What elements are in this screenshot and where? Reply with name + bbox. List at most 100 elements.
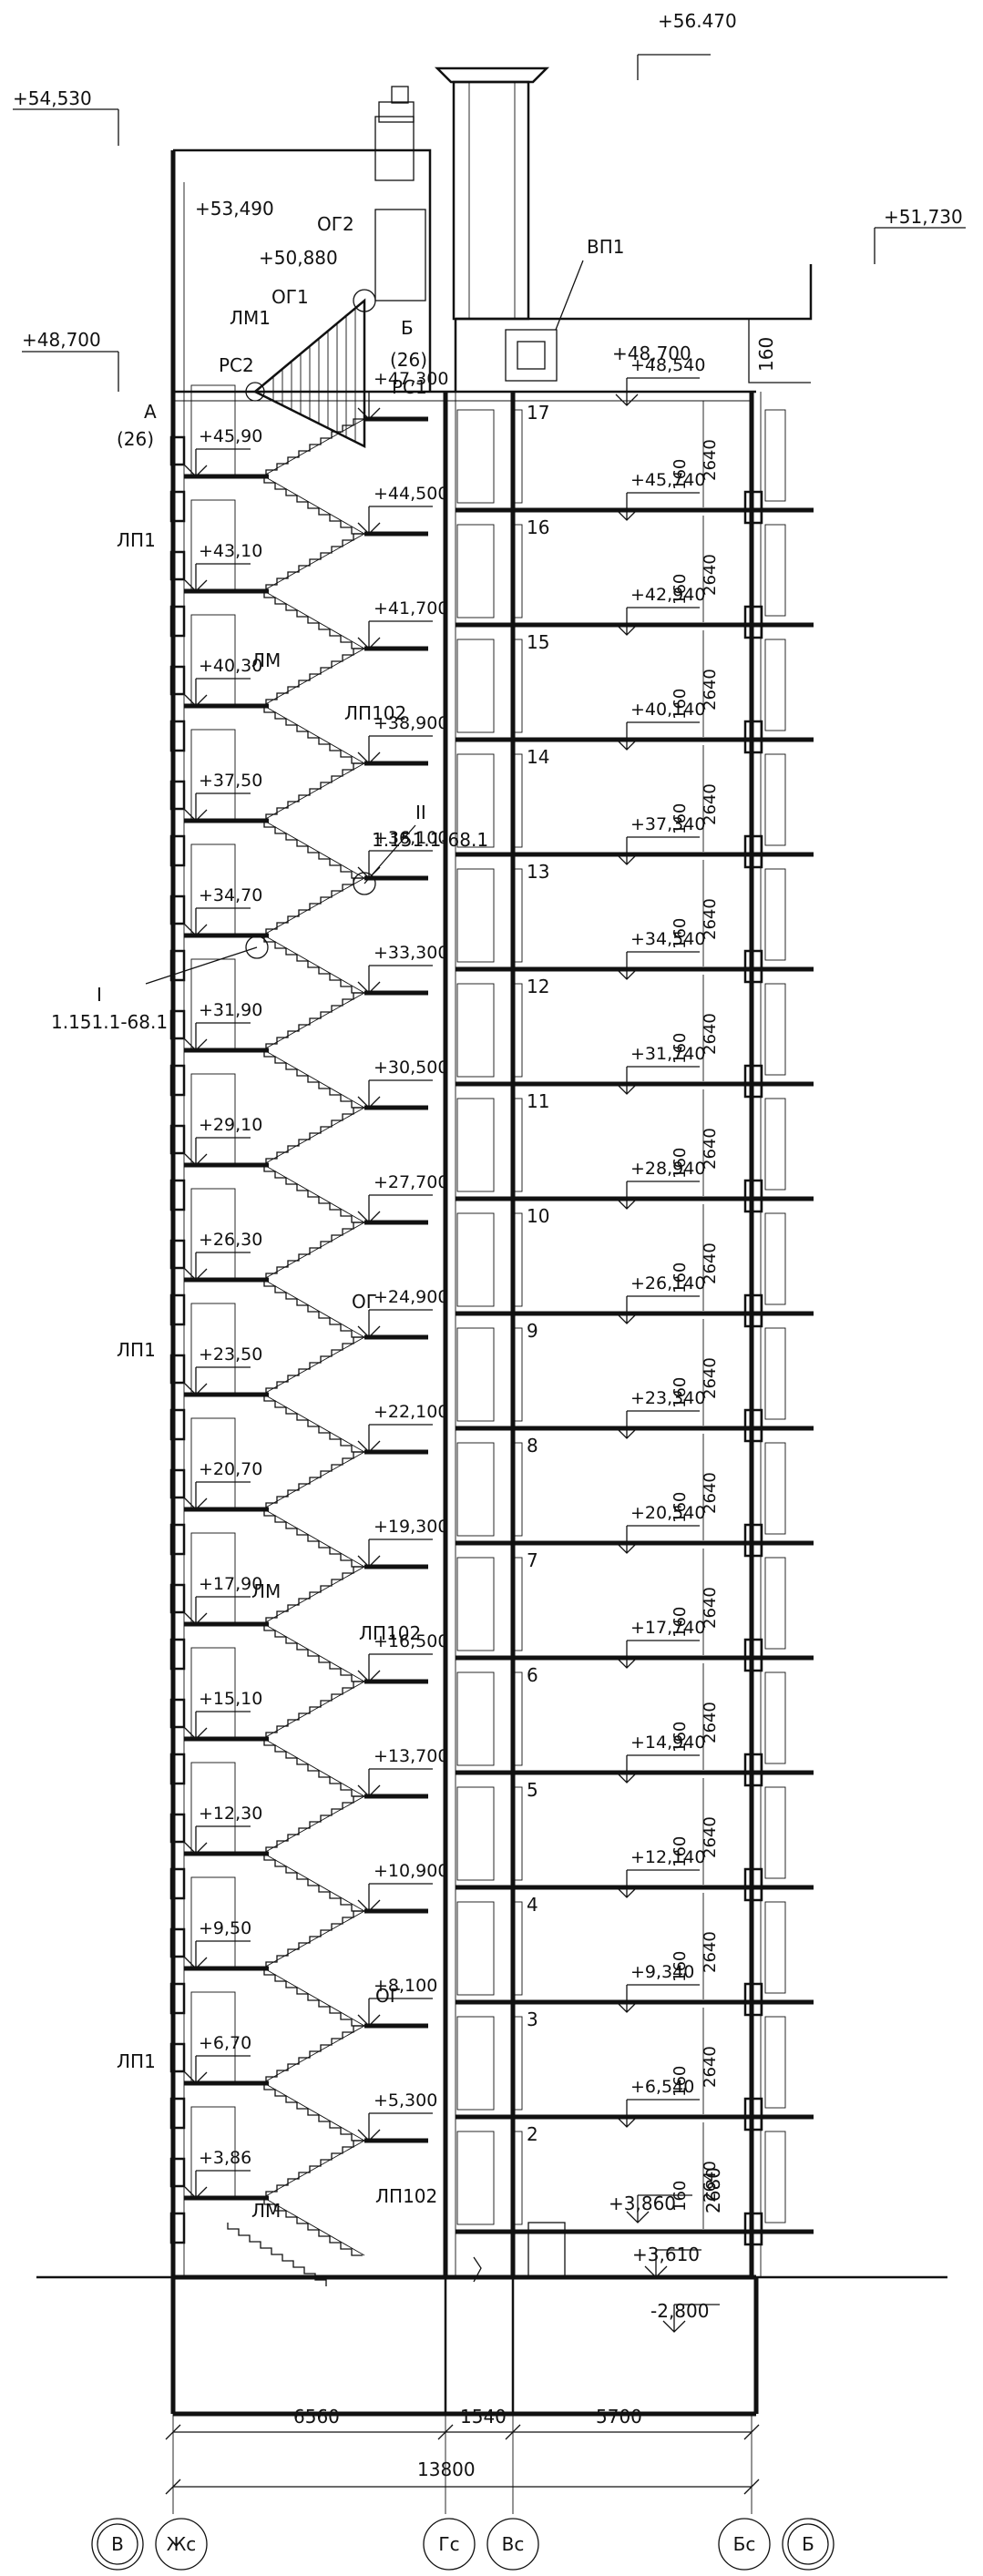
floor-number: 5 bbox=[527, 1779, 538, 1801]
window-jamb-left bbox=[169, 1867, 186, 1900]
elevator-shaft-door bbox=[456, 1557, 495, 1651]
rs1-label: РС1 bbox=[392, 376, 427, 398]
roof-right-level: +51,730 bbox=[884, 206, 963, 228]
corridor-opening bbox=[514, 868, 523, 963]
floor-number: 11 bbox=[527, 1090, 549, 1112]
floor-level-label: +26,140 bbox=[630, 1273, 705, 1293]
stair-right-level-label: +33,300 bbox=[374, 943, 448, 963]
window-right bbox=[764, 1671, 786, 1764]
stair-right-level-label: +41,700 bbox=[374, 598, 448, 618]
floor-height: 2640 bbox=[701, 1357, 720, 1399]
corridor-opening bbox=[514, 1901, 523, 1996]
text-labels: +56.470 +54,530 +51,730 +53,490 +50,880 … bbox=[13, 10, 963, 2555]
floor-height: 2640 bbox=[701, 1587, 720, 1629]
stair-flight-up bbox=[263, 591, 363, 649]
window-sill-right bbox=[743, 1064, 763, 1099]
stair-left-level-label: +37,50 bbox=[199, 771, 262, 791]
window-jamb-left bbox=[169, 1293, 186, 1326]
stair-flight-down bbox=[265, 992, 364, 1050]
ground-door bbox=[527, 2222, 566, 2278]
dimension-13800: 13800 bbox=[417, 2458, 476, 2480]
stair-left-level-label: +23,50 bbox=[199, 1344, 262, 1365]
stair-flight-down bbox=[265, 1910, 364, 1968]
slab-thickness: 160 bbox=[671, 1492, 690, 1523]
axis-v-label: В bbox=[111, 2533, 124, 2555]
window-right bbox=[764, 1786, 786, 1879]
window-jamb-left-upper bbox=[169, 1698, 186, 1729]
node-i-ref: 1.151.1-68.1 bbox=[51, 1011, 168, 1033]
stair-left-level-label: +3,86 bbox=[199, 2148, 251, 2168]
axis-vs-label: Вс bbox=[502, 2533, 525, 2555]
floor-height: 2640 bbox=[701, 1472, 720, 1514]
floor-level-label: +42,940 bbox=[630, 585, 705, 605]
floor-height: 2640 bbox=[701, 1702, 720, 1743]
elevator-shaft-door bbox=[456, 2131, 495, 2225]
stair-flight-up bbox=[263, 1165, 363, 1223]
dimension-tick bbox=[743, 2424, 760, 2440]
window-right bbox=[764, 1557, 786, 1650]
flight-underside-2 bbox=[263, 1279, 365, 1338]
floor-height: 2640 bbox=[701, 1128, 720, 1170]
window-right bbox=[764, 868, 786, 961]
flight-underside bbox=[261, 1222, 365, 1281]
stair-right-level-label: +44,500 bbox=[374, 484, 448, 504]
stair-door-left bbox=[190, 614, 236, 707]
stair-flight-up bbox=[263, 1968, 363, 2027]
stair-door-left bbox=[190, 1417, 236, 1510]
window-sill-right bbox=[743, 1293, 763, 1328]
window-jamb-left-upper bbox=[169, 2042, 186, 2073]
stair-right-level-label: +19,300 bbox=[374, 1517, 448, 1537]
floor-height: 2640 bbox=[701, 1816, 720, 1858]
flight-underside-2 bbox=[263, 705, 365, 764]
window-right bbox=[764, 1442, 786, 1535]
flight-underside-2 bbox=[263, 1394, 365, 1453]
flight-underside bbox=[261, 1451, 365, 1510]
slab-thickness: 160 bbox=[671, 1148, 690, 1179]
stair-door-left bbox=[190, 1647, 236, 1740]
elevator-shaft-door bbox=[456, 2016, 495, 2111]
stair-left-level-label: +45,90 bbox=[199, 426, 262, 446]
window-sill-right bbox=[743, 1982, 763, 2017]
flight-underside bbox=[261, 418, 365, 477]
left-48700-level: +48,700 bbox=[22, 329, 101, 351]
floor-level-label: +48,540 bbox=[630, 355, 705, 375]
stair-tower-roof bbox=[173, 148, 432, 392]
flight-underside bbox=[261, 992, 365, 1051]
stair-left-level-label: +15,10 bbox=[199, 1689, 262, 1709]
floor-number: 6 bbox=[527, 1664, 538, 1686]
stair-flight-up bbox=[263, 1280, 363, 1338]
section-structure bbox=[13, 54, 966, 2514]
lp102-label-2: ЛП102 bbox=[359, 1622, 421, 1644]
floor-height: 2640 bbox=[701, 1242, 720, 1284]
og-label-1: ОГ bbox=[352, 1291, 377, 1313]
slab-thickness: 160 bbox=[671, 2181, 690, 2212]
stair-right-level-label: +10,900 bbox=[374, 1861, 448, 1881]
floor-number: 9 bbox=[527, 1320, 538, 1342]
flight-underside-2 bbox=[263, 1623, 365, 1682]
window-jamb-left-upper bbox=[169, 1468, 186, 1499]
stair-door-left bbox=[190, 1188, 236, 1281]
window-jamb-left bbox=[169, 490, 186, 523]
window-jamb-left-upper bbox=[169, 1583, 186, 1614]
axis-bubble bbox=[486, 2518, 539, 2571]
og-label-2: ОГ bbox=[375, 1985, 401, 2007]
stair-left-level-label: +40,30 bbox=[199, 656, 262, 676]
floor-number: 2 bbox=[527, 2123, 538, 2145]
stair-flight-down bbox=[265, 648, 364, 706]
axis-bubble bbox=[91, 2518, 144, 2571]
flight-underside-2 bbox=[263, 2197, 365, 2256]
stair-left-level-label: +43,10 bbox=[199, 541, 262, 561]
elevator-shaft-door bbox=[456, 1671, 495, 1766]
node-ii-label: II bbox=[415, 802, 426, 823]
floor-height: 2640 bbox=[701, 2046, 720, 2088]
floor-level-label: +34,540 bbox=[630, 929, 705, 949]
rooftop-equipment-cap bbox=[391, 86, 409, 104]
window-right bbox=[764, 983, 786, 1076]
floor-level-label: +28,940 bbox=[630, 1159, 705, 1179]
floor-number: 4 bbox=[527, 1894, 538, 1916]
window-right bbox=[764, 1327, 786, 1420]
window-sill-right bbox=[743, 1753, 763, 1787]
node-ii-circle bbox=[353, 872, 376, 895]
rooftop-equipment-box bbox=[374, 116, 415, 181]
elevator-shaft-door bbox=[456, 1786, 495, 1881]
